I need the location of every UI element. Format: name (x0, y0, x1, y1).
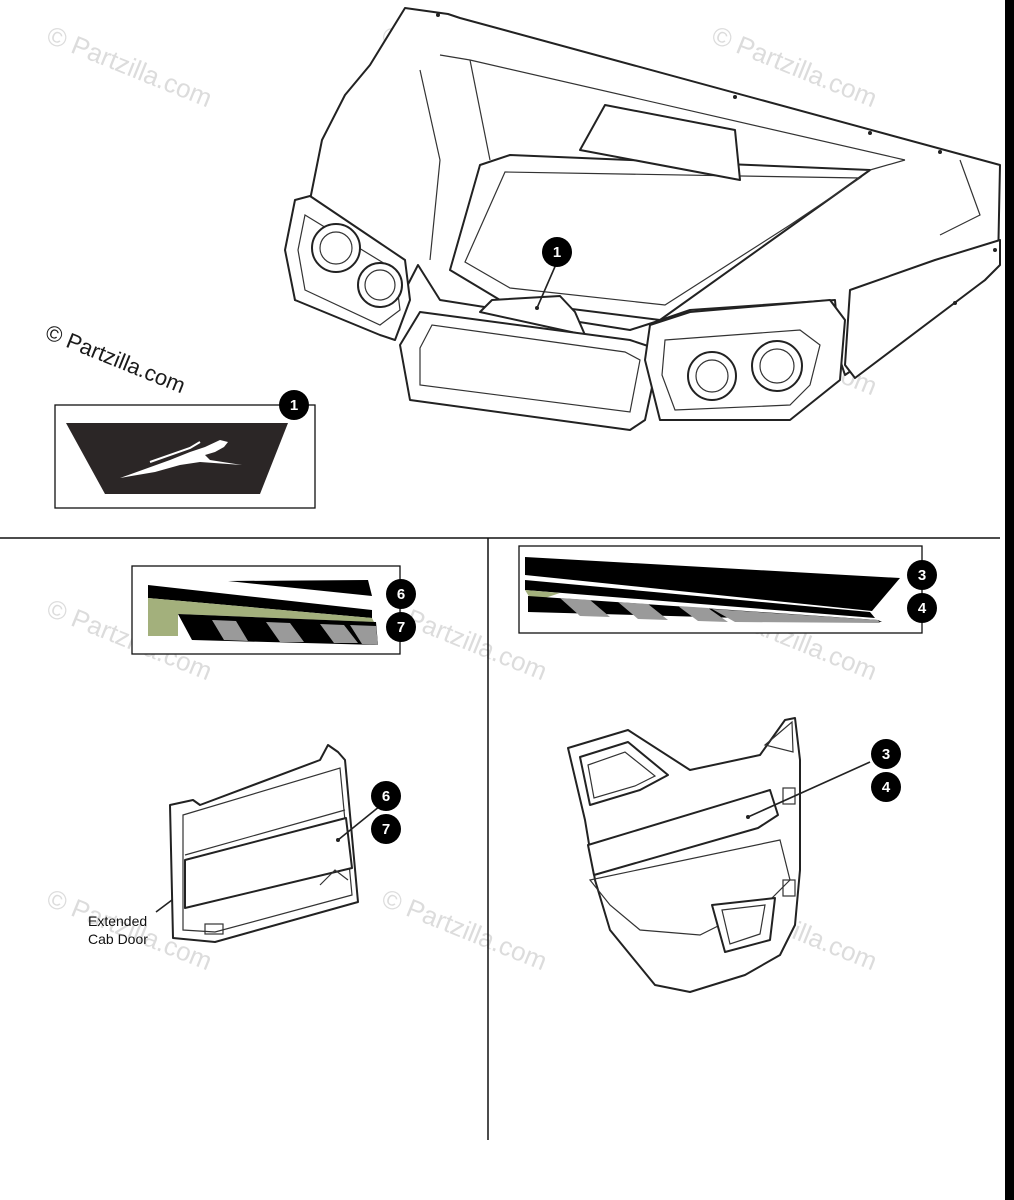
callout-4-stripe[interactable]: 4 (907, 593, 937, 623)
standard-door-hinge-bottom (782, 879, 796, 897)
front-grille (399, 311, 661, 431)
callout-1-panel[interactable]: 1 (279, 390, 309, 420)
stripe-3-black-band (525, 557, 900, 611)
cat-logo-swoosh (149, 441, 201, 463)
right-headlight-bezel (661, 329, 821, 411)
svg-text:1: 1 (290, 397, 298, 414)
hood-ridge-top (439, 54, 906, 161)
mount-hole (953, 301, 957, 305)
extended-door-crease (184, 809, 346, 856)
extended-cab-door-label-line1: Extended (88, 913, 147, 929)
callout-3-stripe[interactable]: 3 (907, 560, 937, 590)
extended-door-hinge (204, 923, 224, 935)
hood-ridge-right (869, 159, 906, 171)
stripe-decal-3-4-panel (518, 545, 923, 634)
watermark-1: © Partzilla.com (43, 20, 217, 113)
stripe-decal-6-7-panel (131, 565, 401, 655)
left-headlight-lens-2-inner (364, 269, 396, 301)
svg-text:6: 6 (397, 586, 405, 603)
hood-top-vent (579, 104, 741, 181)
extended-cab-door (155, 744, 381, 943)
front-grille-inner (419, 324, 641, 413)
svg-text:3: 3 (918, 567, 926, 584)
stripe-6-black-band (148, 585, 372, 618)
svg-text:6: 6 (382, 788, 390, 805)
callout-7-door[interactable]: 7 (371, 814, 401, 844)
hood-center-panel (449, 154, 871, 321)
standard-door-lower-window (711, 897, 776, 953)
callout-7-stripe[interactable]: 7 (386, 612, 416, 642)
leader-line-6-7-door (337, 805, 381, 841)
stripe-4-hash (618, 602, 668, 620)
callout-4-door[interactable]: 4 (871, 772, 901, 802)
standard-door-stripe-area (587, 789, 779, 876)
stripe-4-black-thin (525, 580, 875, 618)
callout-1-hood[interactable]: 1 (542, 237, 572, 267)
mount-hole (938, 150, 942, 154)
right-headlight-housing (644, 299, 846, 421)
hood-illustration (284, 7, 1001, 431)
svg-text:4: 4 (882, 779, 891, 796)
hood-ridge-left (469, 59, 491, 161)
extended-door-inner (182, 767, 353, 933)
leader-dot-6-7-door (336, 838, 340, 842)
hood-logo-plate (479, 295, 586, 336)
standard-door (567, 717, 871, 993)
right-edge-bar (1005, 0, 1014, 1200)
leader-dot-1-top (535, 306, 539, 310)
callout-3-door[interactable]: 3 (871, 739, 901, 769)
mount-hole (436, 13, 440, 17)
stripe-4-hash (678, 606, 728, 622)
right-headlight-lens-2 (751, 340, 803, 392)
leader-line-1-top (536, 261, 558, 309)
extended-door-stripe-area (184, 817, 353, 909)
left-headlight-lens-1 (311, 223, 361, 273)
stripe-4-olive-accent (525, 590, 560, 598)
callout-6-door[interactable]: 6 (371, 781, 401, 811)
stripe-4-hash (560, 598, 610, 617)
extended-door-latch (319, 869, 349, 886)
svg-text:7: 7 (382, 821, 390, 838)
mount-hole (733, 95, 737, 99)
callout-6-stripe[interactable]: 6 (386, 579, 416, 609)
stripe-7-olive-band (148, 598, 374, 636)
right-headlight-lens-2-inner (759, 348, 795, 384)
stripe-7-hash (320, 624, 358, 643)
right-fender-detail (939, 159, 981, 236)
stripe-6-black-top (228, 580, 372, 596)
right-fender (844, 239, 1001, 379)
svg-text:3: 3 (882, 746, 890, 763)
mount-hole (993, 248, 997, 252)
hood-center-panel-inner (464, 171, 862, 306)
stripe-7-hash (350, 625, 378, 645)
hood-ridge-left-2 (419, 69, 441, 261)
standard-door-upper-window (579, 741, 669, 806)
right-headlight-lens-1-inner (695, 359, 729, 393)
watermark-10: © Partzilla.com (378, 883, 552, 976)
leader-line-extended-label (155, 899, 173, 913)
cat-logo (120, 440, 242, 478)
stripe-4-gray-tail (712, 609, 880, 623)
leader-dot-3-4-door (746, 815, 750, 819)
svg-text:4: 4 (918, 600, 927, 617)
svg-text:7: 7 (397, 619, 405, 636)
right-headlight-lens-1 (687, 351, 737, 401)
leader-line-3-4-door (747, 761, 871, 818)
left-headlight-lens-1-inner (319, 231, 353, 265)
mount-hole (868, 131, 872, 135)
svg-text:1: 1 (553, 244, 561, 261)
stripe-7-hash (212, 620, 248, 641)
stripe-7-hash (266, 622, 304, 642)
standard-door-top-tab (763, 720, 794, 753)
standard-door-upper-window-inner (587, 751, 657, 799)
partzilla-watermark: © Partzilla.com (42, 319, 189, 398)
standard-door-lower-window-inner (721, 904, 766, 945)
decal-1-panel (54, 404, 316, 509)
extended-cab-door-label-line2: Cab Door (88, 931, 148, 947)
